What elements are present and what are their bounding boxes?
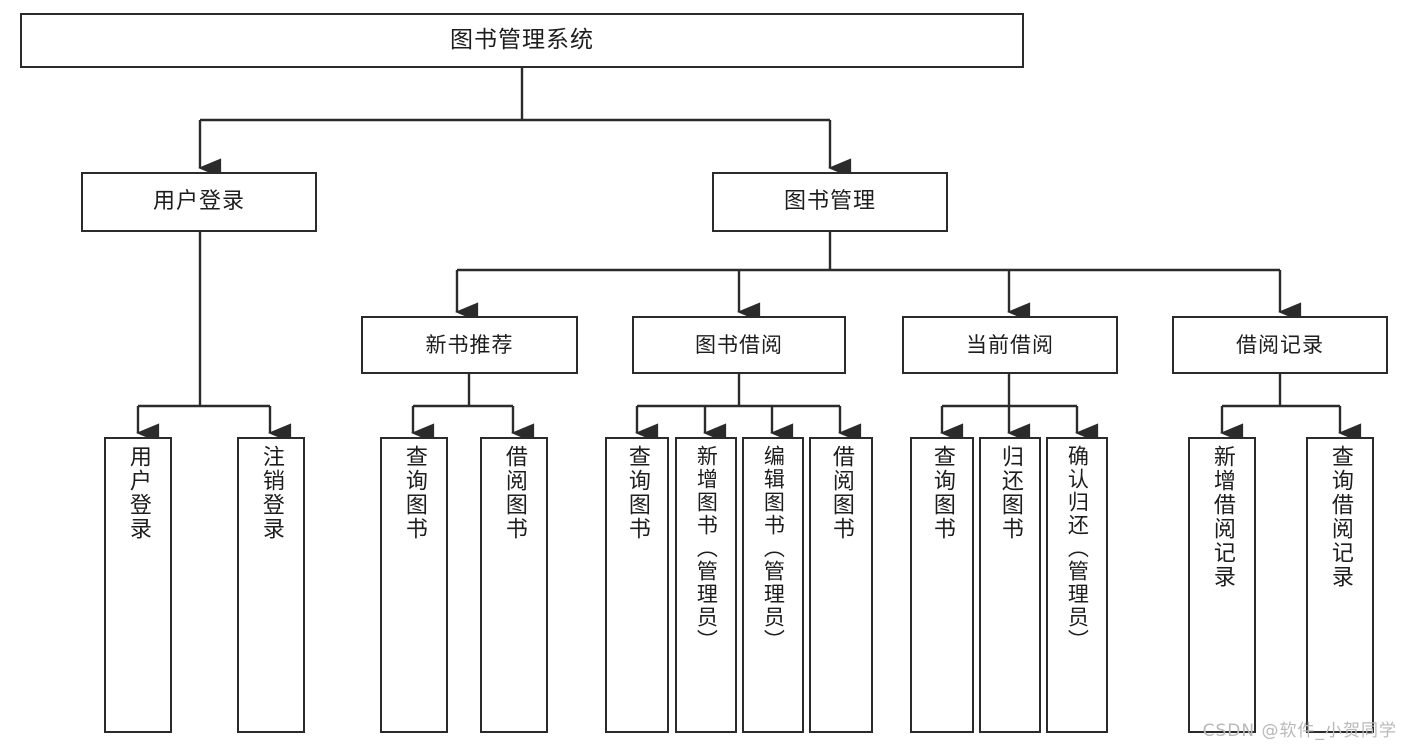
node-label: 图书借阅 — [695, 332, 783, 357]
node-book-management-system[interactable]: 图书管理系统 — [20, 13, 1024, 68]
node-label: 注销登录 — [258, 445, 284, 541]
node-label: 新书推荐 — [425, 332, 514, 357]
node-label: 查询图书 — [624, 445, 650, 541]
node-label: 用户登录 — [152, 189, 245, 215]
node-label: 借阅记录 — [1236, 332, 1324, 357]
node-label: 查询图书 — [929, 445, 955, 541]
node-leaf-add-record[interactable]: 新增借阅记录 — [1188, 437, 1256, 733]
node-label: 当前借阅 — [966, 332, 1054, 357]
node-leaf-query-book-2[interactable]: 查询图书 — [605, 437, 669, 733]
node-label: 新增借阅记录 — [1209, 445, 1235, 589]
node-label: 图书管理 — [783, 189, 876, 215]
node-leaf-borrow-book-2[interactable]: 借阅图书 — [809, 437, 873, 733]
node-leaf-return-book[interactable]: 归还图书 — [979, 437, 1041, 733]
node-leaf-user-logout[interactable]: 注销登录 — [237, 437, 305, 733]
node-label: 图书管理系统 — [450, 26, 594, 53]
node-label: 新增图书（管理员） — [694, 445, 719, 652]
node-user-login[interactable]: 用户登录 — [81, 172, 317, 232]
node-leaf-confirm-return[interactable]: 确认归还（管理员） — [1046, 437, 1108, 733]
node-label: 借阅图书 — [828, 445, 854, 541]
node-label: 确认归还（管理员） — [1065, 445, 1090, 652]
node-current-borrow[interactable]: 当前借阅 — [902, 316, 1118, 374]
node-label: 查询图书 — [401, 445, 427, 541]
node-leaf-user-login[interactable]: 用户登录 — [104, 437, 172, 733]
node-book-borrow[interactable]: 图书借阅 — [632, 316, 846, 374]
node-book-management[interactable]: 图书管理 — [712, 172, 948, 232]
node-label: 归还图书 — [997, 445, 1023, 541]
node-leaf-edit-book[interactable]: 编辑图书（管理员） — [742, 437, 804, 733]
node-leaf-query-record[interactable]: 查询借阅记录 — [1306, 437, 1374, 733]
node-new-book-recommend[interactable]: 新书推荐 — [361, 316, 578, 374]
node-label: 用户登录 — [125, 445, 151, 541]
node-leaf-query-book-1[interactable]: 查询图书 — [380, 437, 448, 733]
node-label: 查询借阅记录 — [1327, 445, 1353, 589]
node-label: 借阅图书 — [501, 445, 527, 541]
node-borrow-record[interactable]: 借阅记录 — [1172, 316, 1388, 374]
node-leaf-add-book[interactable]: 新增图书（管理员） — [675, 437, 737, 733]
node-label: 编辑图书（管理员） — [761, 445, 786, 652]
node-leaf-query-book-3[interactable]: 查询图书 — [910, 437, 974, 733]
node-leaf-borrow-book-1[interactable]: 借阅图书 — [480, 437, 548, 733]
csdn-watermark: CSDN @软件_小贺同学 — [1202, 721, 1397, 741]
